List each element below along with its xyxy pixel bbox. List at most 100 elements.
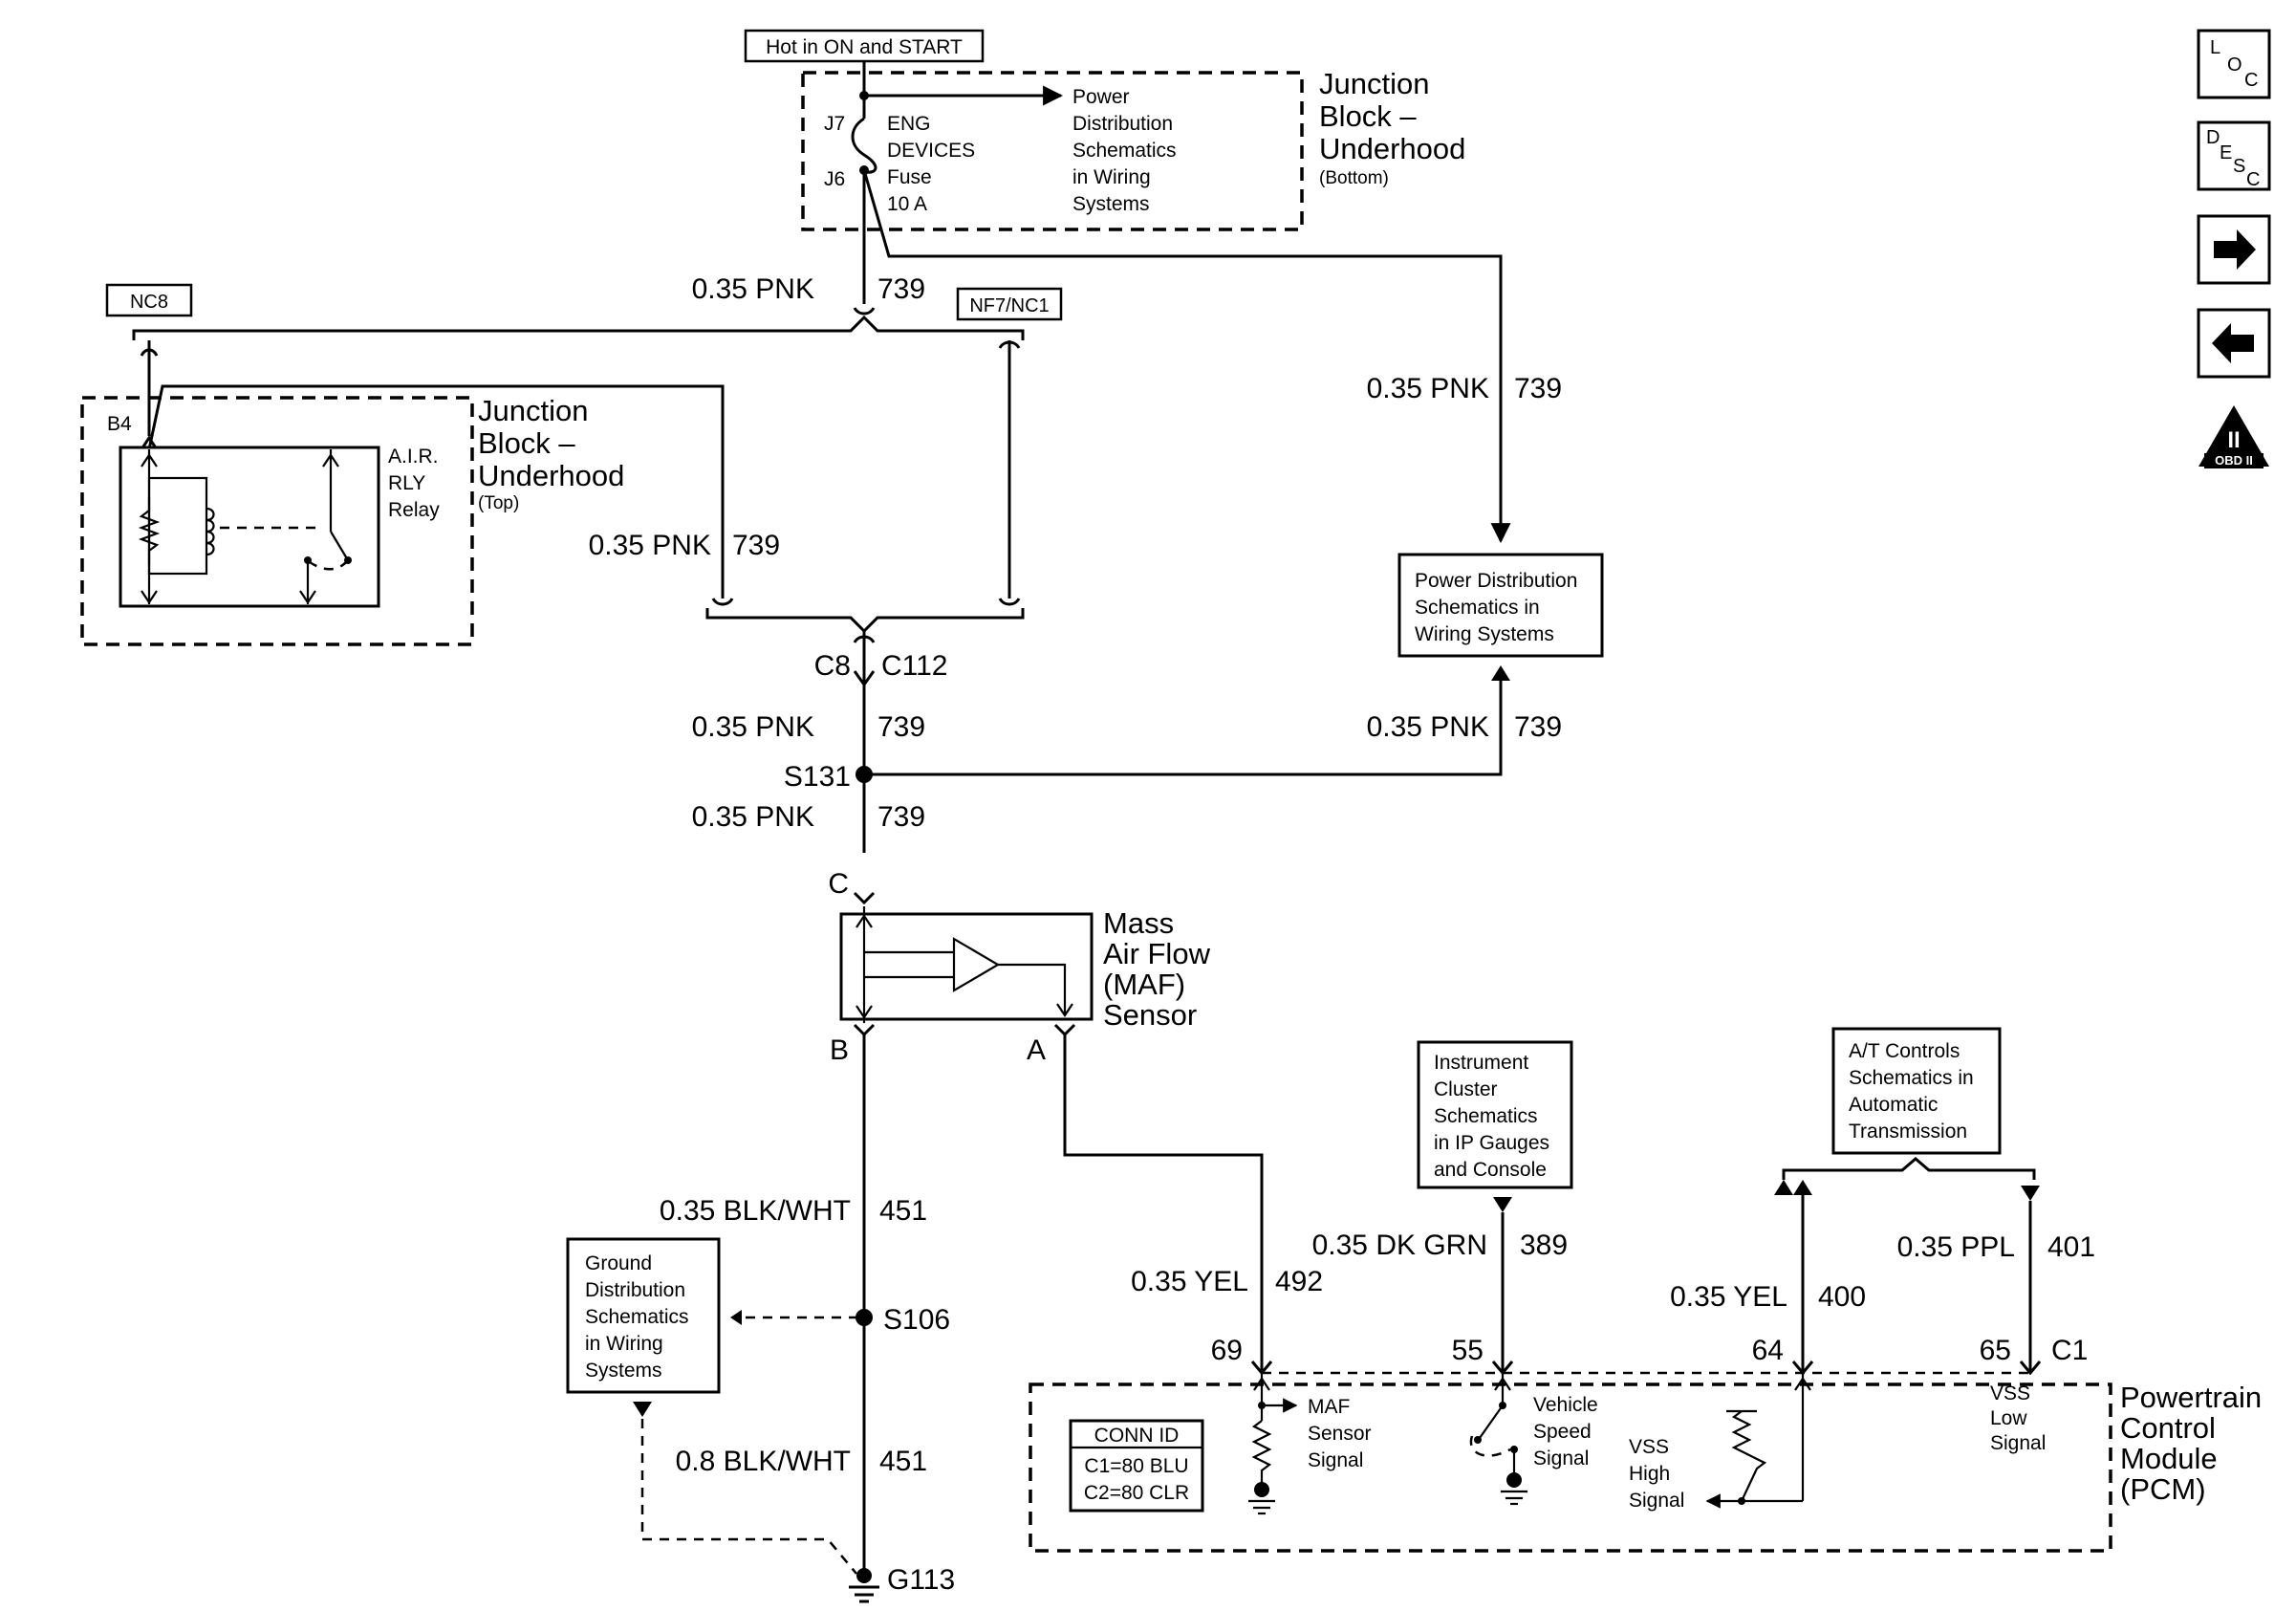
conn-c1: C1 bbox=[2051, 1335, 2088, 1366]
vss-low-1: VSS bbox=[1990, 1382, 2030, 1404]
relay-name-3: Relay bbox=[388, 499, 440, 521]
option-brace-top bbox=[132, 315, 1025, 340]
at-controls-ref-box: A/T Controls Schematics in Automatic Tra… bbox=[1831, 1027, 2002, 1155]
fuse-name-1: ENG bbox=[887, 113, 931, 135]
svg-text:O: O bbox=[2227, 54, 2242, 76]
pd-box-line-3: Wiring Systems bbox=[1415, 623, 1554, 645]
pcm-maf-signal-circuit: MAF Sensor Signal bbox=[1248, 1373, 1372, 1515]
maf-title-4: Sensor bbox=[1103, 998, 1197, 1032]
jb-top-title-3: Underhood bbox=[478, 459, 624, 492]
at-ref-3: Automatic bbox=[1849, 1094, 1938, 1116]
splice-mark-top bbox=[853, 307, 876, 316]
wire-739-to-pd bbox=[862, 169, 1511, 544]
wire-s131-size: 0.35 PNK bbox=[692, 801, 814, 833]
maf-pin-b: B bbox=[830, 1034, 849, 1066]
pd-ref-2: Distribution bbox=[1072, 113, 1173, 135]
junction-block-bottom: Junction Block – Underhood (Bottom) bbox=[801, 67, 1465, 231]
obd-ii-icon[interactable]: II OBD II bbox=[2199, 405, 2269, 468]
wire-relay-circuit: 739 bbox=[732, 530, 780, 561]
wire-389-circuit: 389 bbox=[1520, 1230, 1568, 1261]
svg-text:OBD II: OBD II bbox=[2215, 453, 2253, 468]
cavity-j6: J6 bbox=[824, 168, 845, 190]
hot-label-text: Hot in ON and START bbox=[766, 36, 963, 58]
ic-ref-3: Schematics bbox=[1434, 1105, 1538, 1127]
jb-bottom-sub: (Bottom) bbox=[1319, 168, 1389, 188]
vss-signal-3: Signal bbox=[1533, 1448, 1589, 1469]
gnd-ref-4: in Wiring bbox=[585, 1333, 663, 1355]
at-ref-4: Transmission bbox=[1849, 1121, 1967, 1143]
wire-492-size: 0.35 YEL bbox=[1131, 1266, 1248, 1297]
ground-g113-label: G113 bbox=[887, 1564, 955, 1596]
ic-ref-4: in IP Gauges bbox=[1434, 1132, 1549, 1154]
pin-69: 69 bbox=[1211, 1335, 1243, 1366]
conn-c8: C8 bbox=[814, 650, 851, 682]
pcm-vehicle-speed-circuit: Vehicle Speed Signal bbox=[1469, 1373, 1598, 1506]
wire-top-circuit: 739 bbox=[877, 273, 925, 305]
conn-c112: C112 bbox=[881, 650, 948, 682]
splice-s106-label: S106 bbox=[883, 1304, 950, 1336]
prev-arrow-icon[interactable] bbox=[2197, 308, 2271, 379]
svg-text:S: S bbox=[2233, 156, 2245, 177]
pcm-title-1: Powertrain bbox=[2120, 1381, 2262, 1414]
power-distribution-ref-box: Power Distribution Schematics in Wiring … bbox=[1397, 553, 1604, 658]
wire-c8-size: 0.35 PNK bbox=[692, 711, 814, 743]
maf-signal-1: MAF bbox=[1308, 1396, 1350, 1418]
fuse-name-3: Fuse bbox=[887, 166, 932, 188]
relay-name-2: RLY bbox=[388, 472, 425, 494]
svg-text:C: C bbox=[2244, 70, 2258, 91]
ic-ref-5: and Console bbox=[1434, 1159, 1547, 1181]
hot-label-box: Hot in ON and START bbox=[744, 29, 985, 63]
svg-text:NC8: NC8 bbox=[130, 292, 168, 313]
svg-text:NF7/NC1: NF7/NC1 bbox=[969, 295, 1049, 316]
gnd-ref-3: Schematics bbox=[585, 1306, 689, 1328]
wire-relay-out bbox=[147, 384, 725, 599]
gnd-ref-1: Ground bbox=[585, 1252, 652, 1274]
air-relay: A.I.R. RLY Relay bbox=[119, 446, 440, 608]
pcm-title-3: Module bbox=[2120, 1442, 2218, 1475]
vss-high-3: Signal bbox=[1629, 1490, 1684, 1512]
pcm-module: Powertrain Control Module (PCM) bbox=[1029, 1381, 2262, 1553]
maf-signal-3: Signal bbox=[1308, 1449, 1363, 1471]
pcm-vss-high-circuit: VSS High Signal bbox=[1629, 1373, 1811, 1512]
wire-top-size: 0.35 PNK bbox=[692, 273, 814, 305]
ground-ref-link-2 bbox=[640, 1419, 857, 1575]
option-nc8: NC8 bbox=[105, 283, 193, 317]
wire-451b-size: 0.8 BLK/WHT bbox=[676, 1446, 851, 1477]
at-ref-brace bbox=[1782, 1157, 2036, 1180]
jb-top-title-1: Junction bbox=[478, 394, 588, 427]
at-ref-1: A/T Controls bbox=[1849, 1040, 1960, 1062]
vss-low-2: Low bbox=[1990, 1407, 2027, 1429]
svg-text:II: II bbox=[2227, 427, 2240, 453]
wire-492 bbox=[1063, 1034, 1264, 1371]
wire-relay-size: 0.35 PNK bbox=[589, 530, 711, 561]
option-brace-bottom bbox=[705, 608, 1025, 634]
maf-title-1: Mass bbox=[1103, 906, 1174, 940]
svg-text:D: D bbox=[2206, 127, 2220, 148]
vss-signal-2: Speed bbox=[1533, 1421, 1592, 1443]
wire-s131-circuit: 739 bbox=[877, 801, 925, 833]
maf-pin-c: C bbox=[828, 868, 849, 900]
pin-55: 55 bbox=[1452, 1335, 1484, 1366]
wire-451-size: 0.35 BLK/WHT bbox=[660, 1195, 851, 1227]
loc-icon[interactable]: L O C bbox=[2197, 29, 2271, 99]
jb-bottom-title-1: Junction bbox=[1319, 67, 1429, 100]
pd-ref-5: Systems bbox=[1072, 193, 1150, 215]
desc-icon[interactable]: D E S C bbox=[2197, 120, 2271, 191]
maf-pin-a: A bbox=[1027, 1034, 1046, 1066]
pcm-title-2: Control bbox=[2120, 1411, 2216, 1445]
wire-pd-bot-circuit: 739 bbox=[1514, 711, 1562, 743]
ground-distribution-ref-box: Ground Distribution Schematics in Wiring… bbox=[566, 1237, 721, 1394]
jb-bottom-title-3: Underhood bbox=[1319, 132, 1465, 165]
junction-block-top: Junction Block – Underhood (Top) B4 bbox=[80, 394, 624, 646]
next-arrow-icon[interactable] bbox=[2197, 214, 2271, 285]
pin-64: 64 bbox=[1752, 1335, 1784, 1366]
wire-401-size: 0.35 PPL bbox=[1897, 1231, 2015, 1263]
pin-65: 65 bbox=[1980, 1335, 2011, 1366]
maf-title-2: Air Flow bbox=[1103, 937, 1211, 970]
cavity-j7: J7 bbox=[824, 113, 845, 135]
wire-c8-circuit: 739 bbox=[877, 711, 925, 743]
conn-id-c1: C1=80 BLU bbox=[1084, 1455, 1188, 1477]
wire-451b-circuit: 451 bbox=[879, 1446, 927, 1477]
